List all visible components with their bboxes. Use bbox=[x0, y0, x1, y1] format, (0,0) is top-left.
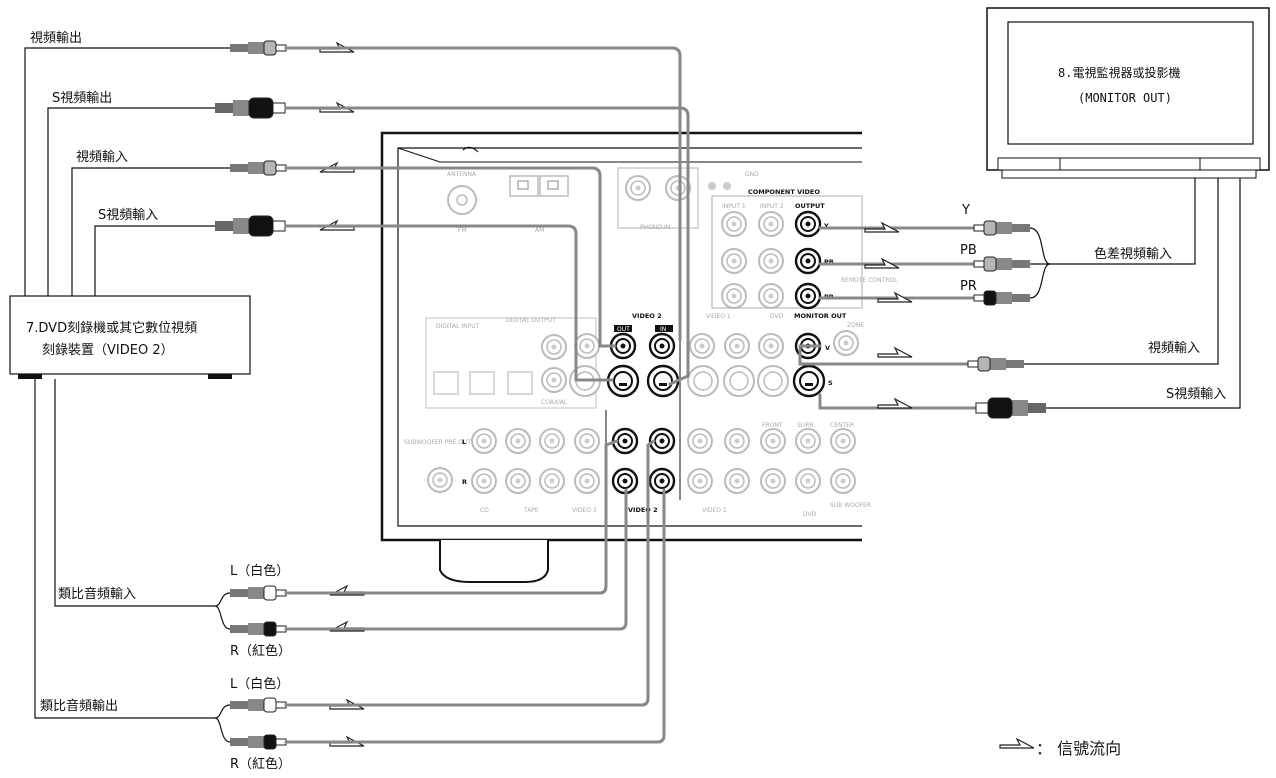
panel-gnd-label: GND bbox=[745, 171, 759, 178]
label-r-red-1: R（紅色） bbox=[230, 643, 291, 659]
panel-fm-label: FM bbox=[458, 227, 467, 234]
signal-arrow bbox=[877, 398, 913, 409]
pr-plug bbox=[973, 290, 1031, 306]
label-l-white-1: L（白色） bbox=[230, 563, 289, 579]
s-video-out-plug bbox=[214, 97, 286, 119]
panel-y-label: Y bbox=[823, 222, 829, 230]
video-in-plug bbox=[229, 160, 287, 176]
label-video-in: 視頻輸入 bbox=[76, 150, 128, 165]
video-out-plug bbox=[229, 40, 287, 56]
panel-video3-label: VIDEO 3 bbox=[572, 507, 597, 514]
legend-text: ： 信號流向 bbox=[1036, 739, 1121, 758]
panel-dvd-label: DVD bbox=[770, 313, 784, 320]
panel-remote-label: REMOTE CONTROL bbox=[841, 277, 898, 284]
audio-in-l-plug bbox=[229, 585, 287, 601]
panel-input1-label: INPUT 1 bbox=[722, 203, 746, 210]
recorder-cables bbox=[24, 47, 230, 719]
recorder-title-line2: 刻錄裝置（VIDEO 2） bbox=[42, 343, 174, 358]
panel-video1-label: VIDEO 1 bbox=[706, 313, 731, 320]
panel-digital-input-label: DIGITAL INPUT bbox=[436, 323, 480, 330]
panel-pb-label: PB bbox=[824, 258, 834, 266]
label-monitor-s-video-in: S視頻輸入 bbox=[1166, 387, 1226, 402]
panel-v-label: V bbox=[825, 344, 830, 352]
signal-arrow bbox=[877, 347, 913, 358]
panel-phono-label: PHONO IN bbox=[640, 224, 670, 231]
panel-component-video-label: COMPONENT VIDEO bbox=[748, 188, 820, 196]
label-analog-audio-in: 類比音頻輸入 bbox=[58, 586, 136, 602]
monitor-s-video-plug bbox=[975, 397, 1047, 419]
label-component-in: 色差視頻輸入 bbox=[1094, 246, 1172, 262]
panel-antenna-label: ANTENNA bbox=[447, 171, 477, 178]
receiver-rear-panel: ANTENNA FM AM PHONO IN GND COMPONENT VID… bbox=[380, 131, 898, 583]
panel-cd-label: CD bbox=[480, 507, 489, 514]
label-pr: PR bbox=[960, 279, 977, 294]
panel-video2-audio-label: VIDEO 2 bbox=[628, 506, 658, 514]
panel-video2-label: VIDEO 2 bbox=[632, 312, 662, 320]
panel-monitor-out-label: MONITOR OUT bbox=[794, 312, 847, 320]
panel-s-label: S bbox=[828, 379, 833, 387]
audio-out-r-plug bbox=[229, 734, 287, 750]
panel-in-tag: IN bbox=[660, 326, 666, 333]
monitor-title: 8.電視監視器或投影機 bbox=[1058, 65, 1180, 80]
label-l-white-2: L（白色） bbox=[230, 676, 289, 692]
label-monitor-video-in: 視頻輸入 bbox=[1148, 341, 1200, 356]
panel-am-label: AM bbox=[535, 227, 544, 234]
label-pb: PB bbox=[960, 243, 977, 258]
label-s-video-in: S視頻輸入 bbox=[98, 208, 158, 223]
monitor-subtitle: (MONITOR OUT) bbox=[1078, 91, 1172, 105]
panel-dvd-audio-label: DVD bbox=[803, 511, 817, 518]
recorder-title-line1: 7.DVD刻錄機或其它數位視頻 bbox=[26, 320, 197, 336]
panel-tape-label: TAPE bbox=[523, 507, 539, 514]
panel-front-label: FRONT bbox=[762, 422, 783, 429]
label-r-red-2: R（紅色） bbox=[230, 756, 291, 772]
panel-coaxial-label: COAXIAL bbox=[541, 399, 568, 406]
panel-surr-label: SURR bbox=[797, 422, 814, 429]
label-s-video-out: S視頻輸出 bbox=[52, 91, 112, 106]
panel-zone-label: ZONE bbox=[847, 322, 864, 329]
panel-center-label: CENTER bbox=[830, 422, 854, 429]
label-y: Y bbox=[961, 203, 970, 218]
audio-in-r-plug bbox=[229, 621, 287, 637]
panel-subwoofer-label: SUB WOOFER bbox=[830, 502, 871, 509]
panel-subwoofer-pre-out-label: SUBWOOFER PRE OUT bbox=[404, 439, 471, 446]
label-analog-audio-out: 類比音頻輸出 bbox=[40, 698, 118, 714]
y-plug bbox=[973, 220, 1031, 236]
monitor-video-plug bbox=[967, 356, 1025, 372]
panel-r-label: R bbox=[462, 478, 467, 486]
recorder-device: 7.DVD刻錄機或其它數位視頻 刻錄裝置（VIDEO 2） bbox=[9, 295, 251, 379]
panel-output-label: OUTPUT bbox=[795, 202, 825, 210]
tv-monitor: 8.電視監視器或投影機 (MONITOR OUT) bbox=[986, 7, 1270, 179]
s-video-in-plug bbox=[214, 215, 286, 237]
panel-video1-audio-label: VIDEO 1 bbox=[702, 507, 727, 514]
panel-l-label: L bbox=[462, 438, 466, 446]
pb-plug bbox=[973, 256, 1031, 272]
legend: ： 信號流向 bbox=[999, 738, 1121, 758]
panel-input2-label: INPUT 2 bbox=[760, 203, 784, 210]
audio-out-l-plug bbox=[229, 697, 287, 713]
legend-arrow-icon bbox=[999, 738, 1035, 749]
panel-out-tag: OUT bbox=[617, 326, 630, 333]
label-video-out: 視頻輸出 bbox=[30, 31, 82, 46]
panel-digital-output-label: DIGITAL OUTPUT bbox=[506, 317, 556, 324]
